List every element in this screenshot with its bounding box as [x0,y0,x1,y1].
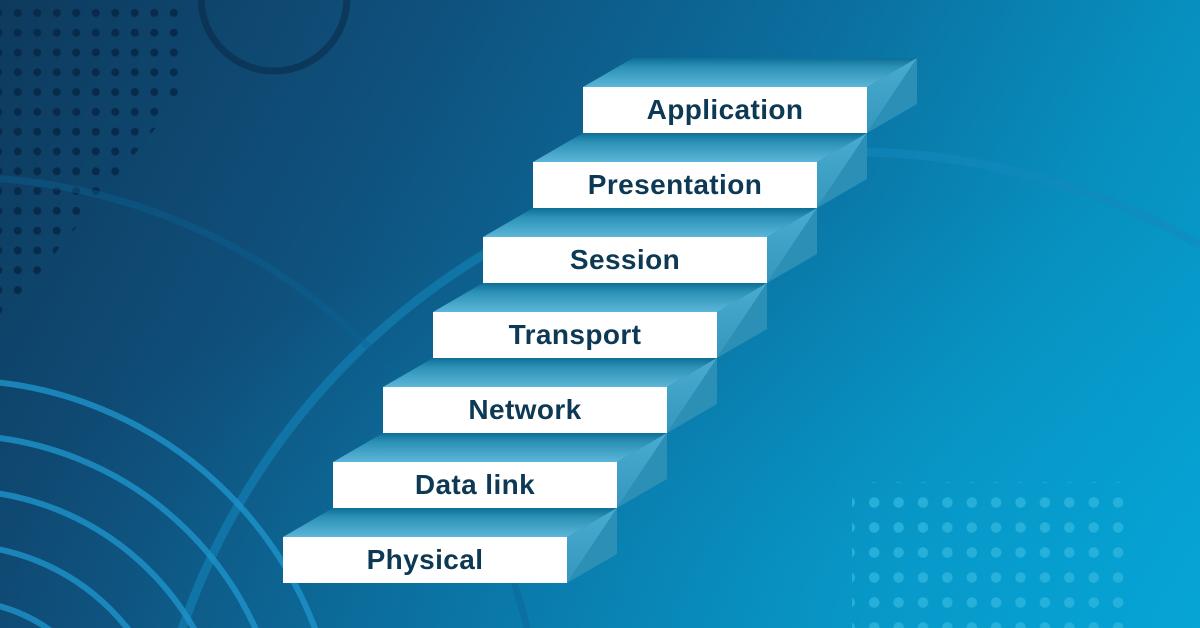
step-side-dark-network [667,358,717,433]
step-tread-network [383,358,717,387]
step-label-application: Application [583,87,867,133]
step-tread-physical [283,508,617,537]
arc-group-bottom-left [0,379,318,628]
step-side-dark-transport [717,283,767,358]
step-label-transport: Transport [433,312,717,358]
step-side-dark-data-link [617,433,667,508]
step-side-dark-presentation [817,133,867,208]
step-label-data-link: Data link [333,462,617,508]
arc-4 [0,435,259,628]
step-label-session: Session [483,237,767,283]
step-tread-application [583,58,917,87]
step-side-dark-physical [567,508,617,583]
dot-grid-bottom-right [852,482,1130,628]
step-label-physical: Physical [283,537,567,583]
step-tread-session [483,208,817,237]
step-side-dark-application [867,58,917,133]
step-label-presentation: Presentation [533,162,817,208]
step-tread-transport [433,283,767,312]
circle-outline-top [197,0,351,75]
step-label-network: Network [383,387,667,433]
step-tread-presentation [533,133,867,162]
staircase-steps [283,58,917,583]
step-tread-data-link [333,433,667,462]
step-side-dark-session [767,208,817,283]
